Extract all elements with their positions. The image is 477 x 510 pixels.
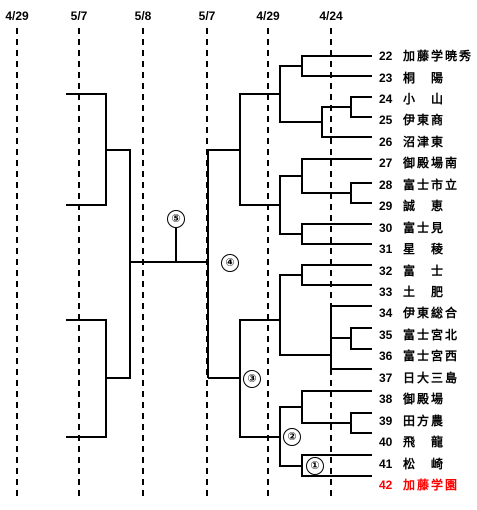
team-name: 富士宮北 (403, 327, 460, 342)
team-number: 34 (379, 306, 393, 321)
team-row: 34 伊東総合 (379, 304, 461, 322)
match-bracket (239, 93, 280, 206)
team-number: 28 (379, 177, 393, 192)
round-date-label: 4/29 (256, 9, 280, 23)
team-name: 御殿場南 (403, 156, 460, 171)
team-name: 富士見 (403, 220, 446, 235)
team-name: 御殿場 (403, 392, 446, 407)
team-number: 42 (379, 478, 393, 492)
team-name: 伊東商 (403, 113, 446, 128)
team-name: 星 稜 (403, 242, 446, 256)
team-number: 31 (379, 242, 393, 256)
team-number: 37 (379, 370, 393, 385)
team-number: 41 (379, 456, 393, 471)
team-number: 39 (379, 413, 393, 428)
match-bracket (301, 158, 372, 194)
team-row: 29 誠 恵 (379, 197, 461, 215)
team-number: 38 (379, 392, 393, 407)
team-number: 33 (379, 284, 393, 299)
team-number: 32 (379, 263, 393, 278)
team-row: 31 星 稜 (379, 240, 461, 258)
round-date-label: 4/24 (319, 9, 343, 23)
team-row: 40 飛 龍 (379, 433, 461, 451)
team-row: 36 富士宮西 (379, 347, 461, 365)
team-row: 41 松 崎 (379, 455, 461, 473)
team-number: 26 (379, 134, 393, 149)
match-bracket (301, 390, 372, 424)
match-bracket (301, 55, 372, 77)
match-bracket (279, 175, 302, 235)
team-name: 桐 陽 (403, 70, 446, 85)
match-bracket (350, 182, 372, 204)
match-bracket (279, 274, 331, 356)
team-number: 36 (379, 349, 393, 364)
team-name: 日大三島 (403, 370, 460, 385)
team-row: 33 土 肥 (379, 283, 461, 301)
team-name: 沼津東 (403, 134, 446, 149)
game-marker-4: ④ (221, 254, 239, 272)
team-number: 30 (379, 220, 393, 235)
team-row: 42 加藤学園 (379, 476, 461, 494)
team-number: 25 (379, 113, 393, 128)
team-name: 加藤学園 (403, 478, 460, 492)
team-name: 小 山 (403, 91, 446, 106)
team-row: 23 桐 陽 (379, 69, 461, 87)
game-marker-2: ② (283, 428, 301, 446)
team-row: 32 富 士 (379, 262, 461, 280)
team-name: 加藤学暁秀 (403, 49, 474, 63)
game-marker-1: ① (306, 457, 324, 475)
team-row: 25 伊東商 (379, 111, 461, 129)
game-marker-5: ⑤ (167, 210, 185, 228)
team-row: 22 加藤学暁秀 (379, 47, 474, 65)
team-row: 35 富士宮北 (379, 326, 461, 344)
team-row: 37 日大三島 (379, 369, 461, 387)
team-name: 飛 龍 (403, 435, 446, 450)
team-number: 23 (379, 70, 393, 85)
team-row: 26 沼津東 (379, 133, 461, 151)
match-bracket (106, 149, 131, 379)
team-number: 40 (379, 435, 393, 450)
game-marker-3: ③ (243, 370, 261, 388)
round-date-label: 5/8 (134, 9, 152, 23)
team-row: 24 小 山 (379, 90, 461, 108)
team-name: 松 崎 (403, 456, 446, 471)
team-row: 39 田方農 (379, 412, 461, 430)
match-bracket (66, 93, 107, 206)
match-bracket (301, 223, 372, 245)
round-date-label: 5/7 (198, 9, 216, 23)
team-row: 38 御殿場 (379, 390, 461, 408)
round-guide-lines (16, 28, 332, 500)
team-number: 27 (379, 156, 393, 171)
team-row: 27 御殿場南 (379, 154, 461, 172)
team-name: 誠 恵 (403, 199, 446, 214)
team-name: 富 士 (403, 263, 446, 278)
round-date-label: 4/29 (5, 9, 29, 23)
team-number: 22 (379, 49, 393, 63)
match-bracket (350, 412, 372, 434)
team-name: 富士市立 (403, 177, 460, 192)
team-number: 29 (379, 199, 393, 214)
team-number: 24 (379, 91, 393, 106)
team-name: 富士宮西 (403, 349, 460, 364)
match-bracket (66, 319, 107, 438)
match-bracket (350, 96, 372, 118)
match-bracket (321, 106, 372, 138)
bracket-lines (66, 55, 372, 477)
team-name: 伊東総合 (403, 306, 460, 321)
team-name: 田方農 (403, 413, 446, 428)
team-name: 土 肥 (403, 284, 446, 299)
match-bracket (301, 264, 372, 286)
team-row: 28 富士市立 (379, 176, 461, 194)
match-bracket (350, 327, 372, 350)
team-row: 30 富士見 (379, 219, 461, 237)
team-number: 35 (379, 327, 393, 342)
round-date-label: 5/7 (70, 9, 88, 23)
